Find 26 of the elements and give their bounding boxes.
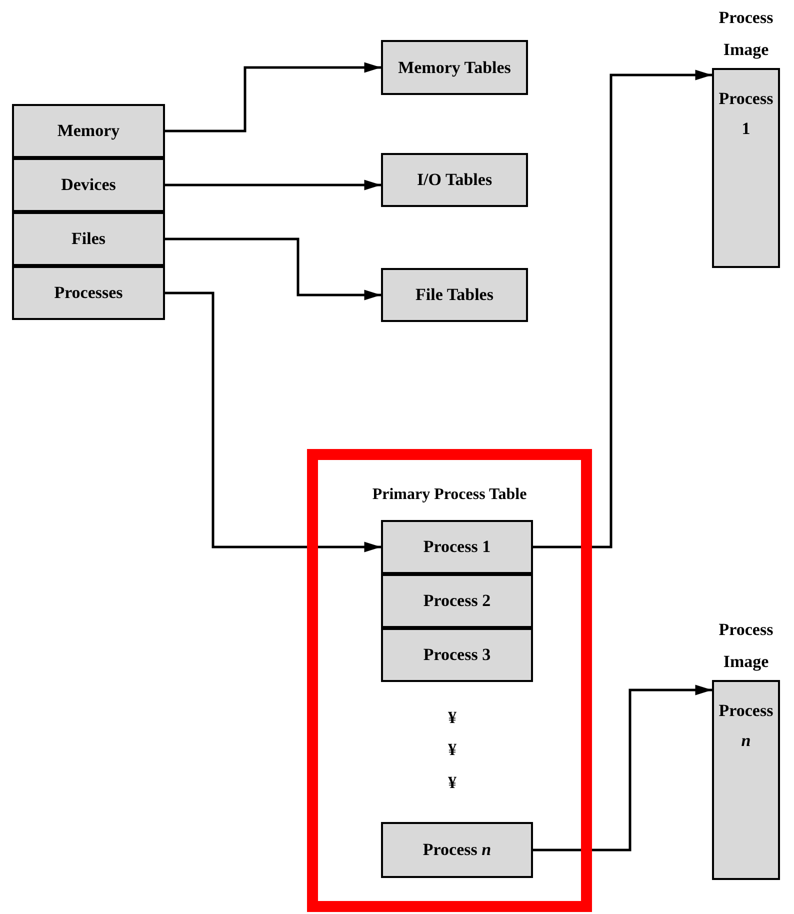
table-row-box: Devices xyxy=(12,158,165,212)
box-heading: Process Image xyxy=(718,7,774,61)
arrow xyxy=(165,180,382,190)
table-row-box: Processes xyxy=(12,266,165,320)
arrow xyxy=(533,70,712,548)
table-row-box: Process 3 xyxy=(381,628,533,682)
table-row-box: Process 1 xyxy=(381,520,533,574)
table-row-box: Memory xyxy=(12,104,165,158)
highlight-frame xyxy=(307,449,592,912)
box-label: Process n xyxy=(718,700,774,752)
table-row-box: File Tables xyxy=(381,268,528,322)
box-heading: Process Image xyxy=(718,619,774,673)
table-row-box: Files xyxy=(12,212,165,266)
ellipsis-mark: ¥ xyxy=(448,708,456,728)
arrow xyxy=(533,684,712,852)
ellipsis-mark: ¥ xyxy=(448,773,456,793)
table-row-box: Process n xyxy=(381,822,533,878)
arrow xyxy=(165,62,382,132)
arrow xyxy=(165,238,382,300)
table-row-box: Memory Tables xyxy=(381,40,528,95)
ellipsis-mark: ¥ xyxy=(448,740,456,760)
table-title: Primary Process Table xyxy=(371,486,528,504)
box-label: Process 1 xyxy=(718,88,774,140)
table-row-box: I/O Tables xyxy=(381,153,528,207)
table-row-box: Process 2 xyxy=(381,574,533,628)
arrow xyxy=(165,292,382,552)
